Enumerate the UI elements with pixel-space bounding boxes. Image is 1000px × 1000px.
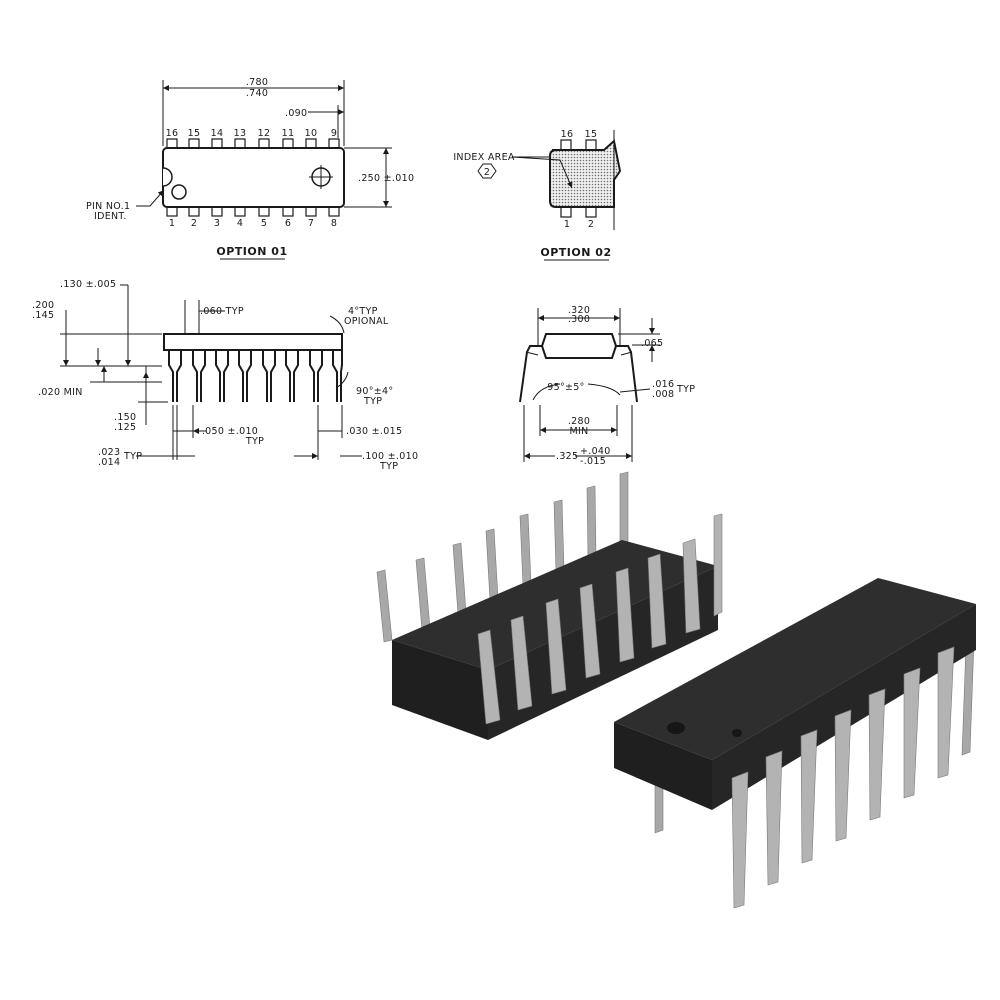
pin-number: 9 xyxy=(331,128,337,139)
side-view-drawing xyxy=(60,284,362,460)
option-01-caption: OPTION 01 xyxy=(216,245,287,258)
side-view-leads xyxy=(168,350,343,402)
chip-front-near-leads xyxy=(731,646,955,909)
pin-number: 16 xyxy=(561,129,574,140)
pin-number: 1 xyxy=(169,218,175,229)
lead-width-typ-label: TYP xyxy=(123,451,142,462)
pin-number: 13 xyxy=(234,128,247,139)
row-tol-plus-label: +.040 xyxy=(580,446,611,457)
row-span-label: .325 xyxy=(556,451,578,462)
pin-number: 2 xyxy=(191,218,197,229)
pin-number: 5 xyxy=(261,218,267,229)
end-view-body xyxy=(540,333,618,359)
pin-number: 8 xyxy=(331,218,337,229)
lead-length-min-label: .125 xyxy=(114,422,136,433)
chip-front-notch xyxy=(667,722,685,734)
lead-angle-label-2: TYP xyxy=(363,396,382,407)
pin-number: 15 xyxy=(188,128,201,139)
chip-back-far-leads xyxy=(376,471,629,643)
chip-front-dot xyxy=(732,729,742,737)
lead-length-max-label: .150 xyxy=(114,412,136,423)
pin-number: 16 xyxy=(166,128,179,139)
angle-label-2: OPIONAL xyxy=(344,316,389,327)
pin1-dot xyxy=(171,184,187,200)
shoulder-width-label-1: .050 ±.010 xyxy=(202,426,258,437)
pin-number: 2 xyxy=(588,219,594,230)
row-tol-minus-label: -.015 xyxy=(580,456,606,467)
index-ref-number: 2 xyxy=(484,167,490,178)
pin-number: 4 xyxy=(237,218,243,229)
top-pin-numbers: 16 15 14 13 12 11 10 9 xyxy=(166,128,337,139)
lead-width-max-label: .023 xyxy=(98,447,120,458)
index-area-shading xyxy=(549,139,622,208)
lead-thickness-min-label: .008 xyxy=(652,389,674,400)
pin-number: 11 xyxy=(282,128,295,139)
pin-number: 15 xyxy=(585,129,598,140)
pin-number: 3 xyxy=(214,218,220,229)
index-ref-hexagon xyxy=(477,163,497,179)
pitch-label-1: .100 ±.010 xyxy=(362,451,418,462)
seat-label: .020 MIN xyxy=(38,387,83,398)
chip-front-side xyxy=(614,722,712,810)
lead-thickness-typ-label: TYP xyxy=(676,384,695,395)
pin1-ident-label-2: IDENT. xyxy=(94,211,127,222)
row-min-label-1: .280 xyxy=(568,416,590,427)
top-view-drawing xyxy=(136,80,392,217)
option-02-caption: OPTION 02 xyxy=(540,246,611,259)
shoulder-width-label-2: TYP xyxy=(245,436,264,447)
length-min-label: .740 xyxy=(246,88,268,99)
row-min-label-2: MIN xyxy=(569,426,588,437)
pin-number: 7 xyxy=(308,218,314,229)
pin-number: 1 xyxy=(564,219,570,230)
pin-number: 14 xyxy=(211,128,224,139)
lead-width-min-label: .014 xyxy=(98,457,120,468)
lead-thickness-max-label: .016 xyxy=(652,379,674,390)
end-width-max-label: .320 xyxy=(568,305,590,316)
pin1-ident-label-1: PIN NO.1 xyxy=(86,201,130,212)
pin-number: 6 xyxy=(285,218,291,229)
pin-number: 12 xyxy=(258,128,271,139)
chip-render-back xyxy=(376,471,723,740)
option-02-drawing xyxy=(477,130,622,230)
bottom-pin-numbers: 1 2 3 4 5 6 7 8 xyxy=(169,218,337,229)
chip-back-side xyxy=(392,640,488,740)
chip-front-top xyxy=(614,578,976,760)
length-max-label: .780 xyxy=(246,77,268,88)
end-lead-label: .030 ±.015 xyxy=(346,426,402,437)
end-dim-label: .090 xyxy=(285,108,307,119)
shoulder-label: .060 TYP xyxy=(200,306,244,317)
height-max-label: .200 xyxy=(32,300,54,311)
end-view-drawing xyxy=(519,308,660,462)
end-angle-label: 95°±5° xyxy=(547,382,584,393)
angle-label-1: 4°TYP xyxy=(348,306,378,317)
width-label: .250 ±.010 xyxy=(358,173,414,184)
end-width-min-label: .300 xyxy=(568,314,590,325)
height-min-label: .145 xyxy=(32,310,54,321)
side-view-body xyxy=(163,333,343,351)
lead-angle-label-1: 90°±4° xyxy=(356,386,393,397)
pin-number: 10 xyxy=(305,128,318,139)
thickness-label: .065 xyxy=(641,338,663,349)
standoff-label: .130 ±.005 xyxy=(60,279,116,290)
index-area-label: INDEX AREA xyxy=(453,152,515,163)
chip-back-near-leads xyxy=(477,513,723,725)
pin1-notch xyxy=(162,167,173,187)
pitch-label-2: TYP xyxy=(379,461,398,472)
chip-render-front xyxy=(614,578,976,909)
